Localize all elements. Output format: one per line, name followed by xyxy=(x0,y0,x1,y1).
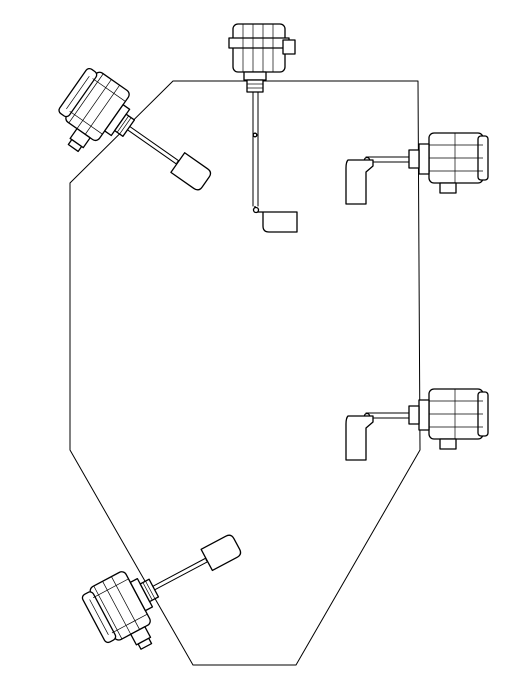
sensor-top-vertical xyxy=(228,23,298,233)
sensor-cone-bottom-inclined xyxy=(78,532,244,664)
sensor-upper-right-side xyxy=(345,132,489,205)
silo-outline xyxy=(69,80,421,666)
sensor-lower-right-side xyxy=(345,388,489,461)
sensor-top-left-inclined xyxy=(44,63,214,193)
